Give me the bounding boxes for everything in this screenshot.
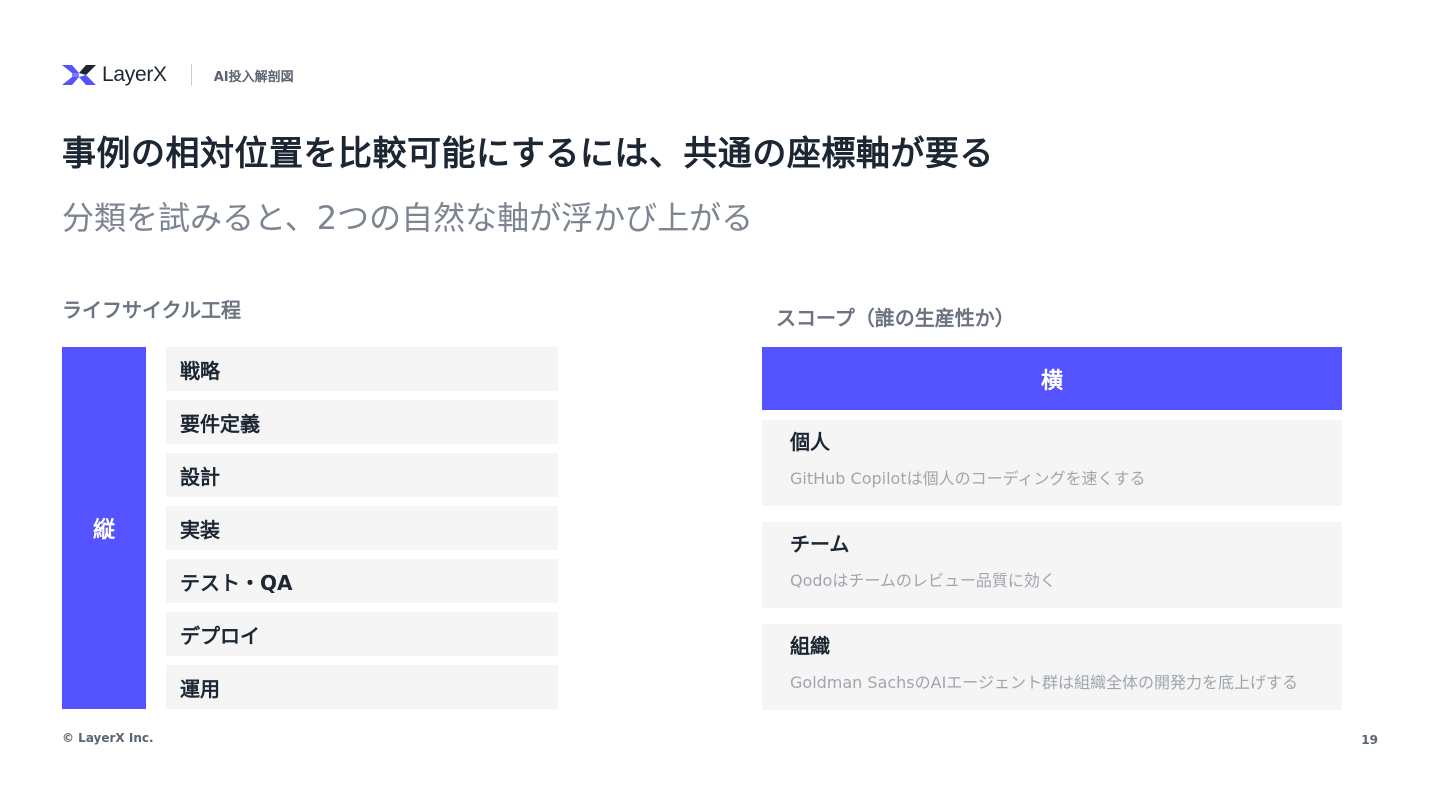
header-divider (190, 64, 192, 86)
scope-description: Qodoはチームのレビュー品質に効く (790, 571, 1056, 590)
scope-list: 個人 GitHub Copilotは個人のコーディングを速くする チーム Qod… (762, 420, 1342, 710)
stage-item: 運用 (166, 665, 558, 709)
stage-item: テスト・QA (166, 559, 558, 603)
page-number: 19 (1361, 733, 1378, 747)
scope-description: Goldman SachsのAIエージェント群は組織全体の開発力を底上げする (790, 673, 1298, 692)
stage-item: 設計 (166, 453, 558, 497)
scope-name: チーム (790, 532, 850, 556)
stage-item: 戦略 (166, 347, 558, 391)
lifecycle-label: ライフサイクル工程 (62, 298, 241, 322)
scope-label: スコープ（誰の生産性か） (776, 306, 1015, 330)
copyright: © LayerX Inc. (62, 731, 154, 745)
stage-item: 実装 (166, 506, 558, 550)
scope-item: チーム Qodoはチームのレビュー品質に効く (762, 522, 1342, 608)
scope-item: 個人 GitHub Copilotは個人のコーディングを速くする (762, 420, 1342, 506)
section-label: AI投入解剖図 (213, 69, 294, 85)
vertical-axis-label: 縦 (92, 518, 115, 543)
stage-item: デプロイ (166, 612, 558, 656)
horizontal-axis-label: 横 (1040, 368, 1063, 394)
scope-name: 個人 (790, 430, 830, 454)
page-subtitle: 分類を試みると、2つの自然な軸が浮かび上がる (62, 199, 754, 237)
scope-name: 組織 (790, 634, 830, 658)
page-title: 事例の相対位置を比較可能にするには、共通の座標軸が要る (62, 134, 994, 174)
vertical-axis-bar: 縦 (62, 347, 146, 709)
horizontal-axis-bar: 横 (762, 347, 1342, 410)
lifecycle-stage-list: 戦略 要件定義 設計 実装 テスト・QA デプロイ 運用 (166, 347, 558, 709)
scope-item: 組織 Goldman SachsのAIエージェント群は組織全体の開発力を底上げす… (762, 624, 1342, 710)
header: LayerX AI投入解剖図 (62, 60, 294, 90)
scope-description: GitHub Copilotは個人のコーディングを速くする (790, 469, 1146, 488)
layerx-logo-icon (62, 65, 96, 85)
stage-item: 要件定義 (166, 400, 558, 444)
brand-name: LayerX (102, 63, 167, 86)
